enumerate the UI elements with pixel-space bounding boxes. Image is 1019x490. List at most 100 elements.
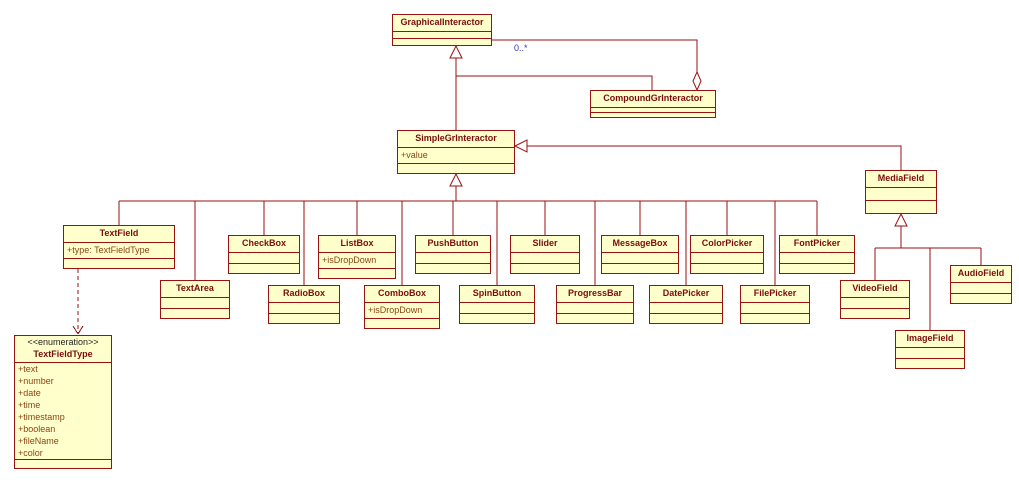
attributes-compartment: +isDropDown <box>319 253 395 269</box>
attributes-compartment <box>557 303 633 314</box>
operations-compartment <box>64 259 174 268</box>
operations-compartment <box>393 39 491 45</box>
generalization-arrow-icon <box>894 212 908 227</box>
class-checkbox: CheckBox <box>228 235 300 274</box>
generalization-arrow-icon <box>449 44 463 59</box>
class-pushbutton: PushButton <box>415 235 491 274</box>
class-audiofield: AudioField <box>950 265 1012 304</box>
operations-compartment <box>951 294 1011 303</box>
attributes-compartment <box>591 108 715 113</box>
literals-compartment: +text +number +date +time +timestamp +bo… <box>15 363 111 460</box>
operations-compartment <box>15 460 111 468</box>
class-name: TextFieldType <box>33 349 93 359</box>
attributes-compartment <box>896 348 964 359</box>
class-mediafield: MediaField <box>865 170 937 214</box>
enum-literal: +time <box>18 400 41 410</box>
class-name: CheckBox <box>229 236 299 253</box>
class-messagebox: MessageBox <box>601 235 679 274</box>
class-name: DatePicker <box>650 286 722 303</box>
generalization-arrow-icon <box>449 172 463 187</box>
operations-compartment <box>896 359 964 368</box>
class-attribute: +isDropDown <box>322 255 377 265</box>
class-radiobox: RadioBox <box>268 285 340 324</box>
dependency-connector-textfield-to-textfieldtype <box>72 269 84 335</box>
attributes-compartment: +isDropDown <box>365 303 439 319</box>
enum-literal: +boolean <box>18 424 56 434</box>
attributes-compartment <box>866 188 936 201</box>
class-name: Slider <box>511 236 579 253</box>
attributes-compartment: +value <box>398 148 514 164</box>
attributes-compartment <box>460 303 534 314</box>
attributes-compartment <box>691 253 763 264</box>
class-name: TextArea <box>161 281 229 298</box>
class-progressbar: ProgressBar <box>556 285 634 324</box>
class-name: GraphicalInteractor <box>393 15 491 32</box>
operations-compartment <box>691 264 763 273</box>
class-attribute: +type: TextFieldType <box>67 245 150 255</box>
class-name: MediaField <box>866 171 936 188</box>
class-compoundgrinteractor: CompoundGrInteractor <box>590 90 716 118</box>
operations-compartment <box>650 314 722 323</box>
class-textarea: TextArea <box>160 280 230 319</box>
class-name: MessageBox <box>602 236 678 253</box>
class-name: PushButton <box>416 236 490 253</box>
class-fontpicker: FontPicker <box>779 235 855 274</box>
operations-compartment <box>602 264 678 273</box>
class-name: FontPicker <box>780 236 854 253</box>
enum-literal: +fileName <box>18 436 59 446</box>
operations-compartment <box>365 319 439 328</box>
operations-compartment <box>319 269 395 278</box>
attributes-compartment <box>780 253 854 264</box>
enum-literal: +date <box>18 388 41 398</box>
attributes-compartment <box>416 253 490 264</box>
class-graphicalinteractor: GraphicalInteractor <box>392 14 492 46</box>
operations-compartment <box>841 309 909 318</box>
class-name: SpinButton <box>460 286 534 303</box>
operations-compartment <box>416 264 490 273</box>
attributes-compartment <box>393 32 491 39</box>
enum-literal: +text <box>18 364 38 374</box>
class-name: ListBox <box>319 236 395 253</box>
class-slider: Slider <box>510 235 580 274</box>
class-name: SimpleGrInteractor <box>398 131 514 148</box>
class-name: VideoField <box>841 281 909 298</box>
class-name: ComboBox <box>365 286 439 303</box>
generalization-arrow-icon <box>513 139 528 153</box>
class-attribute: +value <box>401 150 428 160</box>
class-videofield: VideoField <box>840 280 910 319</box>
stereotype-label: <<enumeration>> <box>27 337 99 347</box>
attributes-compartment <box>841 298 909 309</box>
enum-literal: +color <box>18 448 43 458</box>
generalization-connector-mediafield-to-simplegrinteractor <box>527 145 902 170</box>
class-header: <<enumeration>> TextFieldType <box>15 336 111 363</box>
attributes-compartment <box>269 303 339 314</box>
attributes-compartment <box>650 303 722 314</box>
class-name: RadioBox <box>269 286 339 303</box>
class-name: TextField <box>64 226 174 243</box>
class-colorpicker: ColorPicker <box>690 235 764 274</box>
operations-compartment <box>511 264 579 273</box>
class-datepicker: DatePicker <box>649 285 723 324</box>
operations-compartment <box>229 264 299 273</box>
enum-literal: +timestamp <box>18 412 65 422</box>
class-filepicker: FilePicker <box>740 285 810 324</box>
class-name: ColorPicker <box>691 236 763 253</box>
operations-compartment <box>269 314 339 323</box>
multiplicity-label: 0..* <box>514 43 528 53</box>
operations-compartment <box>741 314 809 323</box>
enum-literal: +number <box>18 376 54 386</box>
class-simplegrinteractor: SimpleGrInteractor +value <box>397 130 515 174</box>
attributes-compartment <box>741 303 809 314</box>
class-spinbutton: SpinButton <box>459 285 535 324</box>
class-textfield: TextField +type: TextFieldType <box>63 225 175 269</box>
class-textfieldtype: <<enumeration>> TextFieldType +text +num… <box>14 335 112 469</box>
class-name: CompoundGrInteractor <box>591 91 715 108</box>
attributes-compartment: +type: TextFieldType <box>64 243 174 259</box>
attributes-compartment <box>951 283 1011 294</box>
class-name: AudioField <box>951 266 1011 283</box>
class-combobox: ComboBox +isDropDown <box>364 285 440 329</box>
operations-compartment <box>460 314 534 323</box>
operations-compartment <box>591 113 715 117</box>
operations-compartment <box>866 201 936 213</box>
